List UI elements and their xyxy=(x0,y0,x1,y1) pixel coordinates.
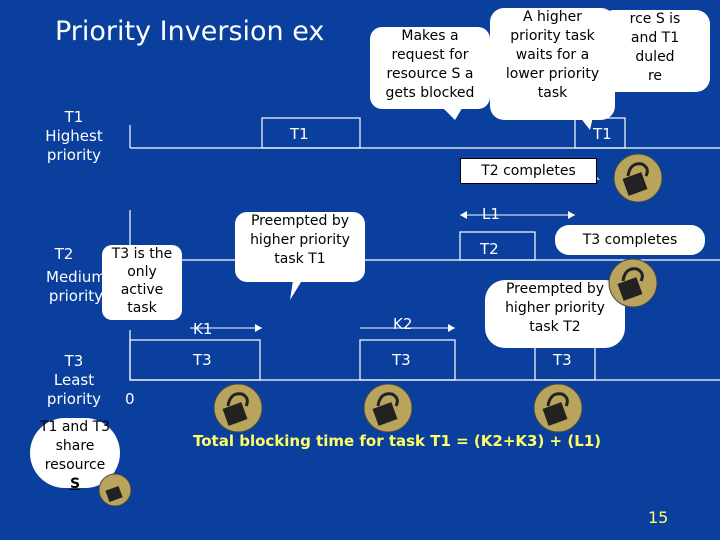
callout-line: Preempted by xyxy=(505,281,604,297)
shared-resource-line: resource xyxy=(44,457,106,473)
t1-label-line: Highest xyxy=(45,127,103,145)
slide-title: Priority Inversion ex xyxy=(55,16,325,47)
preempted-t1-callout: Preempted by higher priority task T1 xyxy=(235,212,365,282)
lock-icon xyxy=(363,383,413,433)
t2-prefix: T2 xyxy=(54,245,74,263)
t2-label-line: Medium xyxy=(46,268,106,286)
callout-line: task T2 xyxy=(529,319,581,335)
t3-run-c: T3 xyxy=(553,351,572,369)
page-number: 15 xyxy=(648,508,669,527)
t1-run-label: T1 xyxy=(290,125,309,143)
time-zero-label: 0 xyxy=(125,390,135,408)
t3-only-callout: T3 is the only active task xyxy=(102,245,182,320)
t3-run-b: T3 xyxy=(392,351,411,369)
k1-label: K1 xyxy=(193,320,213,338)
callout-line: Preempted by xyxy=(250,213,349,229)
t2-run-label: T2 xyxy=(480,240,499,258)
callout-line: duled xyxy=(635,49,675,65)
lock-icon xyxy=(608,258,658,308)
t3-label-line: Least xyxy=(53,371,95,389)
callout-line: task xyxy=(127,300,157,316)
callout-line: resource S a xyxy=(386,66,474,82)
t2-label-line: priority xyxy=(48,287,104,305)
callout-line: lower priority xyxy=(505,66,600,82)
higher-waits-callout: A higher priority task waits for a lower… xyxy=(490,8,615,120)
t1-label: T1 Highest priority xyxy=(40,108,108,165)
k2-label: K2 xyxy=(393,315,413,333)
lock-icon xyxy=(98,473,132,507)
t3-run-a: T3 xyxy=(193,351,212,369)
callout-line: and T1 xyxy=(630,30,680,46)
callout-line: task xyxy=(537,85,568,101)
callout-line: only xyxy=(127,264,157,280)
callout-line: active xyxy=(120,282,164,298)
shared-resource-callout: T1 and T3 share resource S xyxy=(30,418,120,492)
makes-request-callout: Makes a request for resource S a gets bl… xyxy=(370,27,490,109)
callout-line: re xyxy=(647,68,663,84)
callout-line: higher priority xyxy=(505,300,605,316)
l1-label: L1 xyxy=(482,205,500,223)
callout-line: priority task xyxy=(510,28,595,44)
resource-scheduled-callout: rce S is and T1 duled re xyxy=(600,10,710,92)
lock-icon xyxy=(533,383,583,433)
lock-icon xyxy=(213,383,263,433)
lock-icon xyxy=(613,153,663,203)
t1-label-line: priority xyxy=(46,146,102,164)
t2-completes-label: T2 completes xyxy=(460,158,597,184)
t3-label-line: priority xyxy=(46,390,102,408)
t1-label-line: T1 xyxy=(64,108,84,126)
callout-line: A higher xyxy=(523,9,582,25)
callout-line: task T1 xyxy=(274,251,326,267)
t3-label-line: T3 xyxy=(64,352,84,370)
preempted-t2-callout: Preempted by higher priority task T2 xyxy=(485,280,625,348)
t3-completes-callout: T3 completes xyxy=(555,225,705,255)
blocking-time-caption: Total blocking time for task T1 = (K2+K3… xyxy=(193,432,602,450)
t2-label: Medium priority xyxy=(42,268,110,306)
shared-resource-line: S xyxy=(69,476,81,492)
t3-label: T3 Least priority xyxy=(40,352,108,409)
callout-line: rce S is xyxy=(629,11,681,27)
callout-line: Makes a xyxy=(401,28,459,44)
shared-resource-line: T1 and T3 xyxy=(39,419,111,435)
t1-final-run-label: T1 xyxy=(593,125,612,143)
callout-line: higher priority xyxy=(250,232,350,248)
callout-line: T3 is the xyxy=(111,246,173,262)
callout-line: gets blocked xyxy=(385,85,475,101)
callout-line: waits for a xyxy=(515,47,590,63)
shared-resource-line: share xyxy=(55,438,95,454)
callout-line: request for xyxy=(391,47,469,63)
